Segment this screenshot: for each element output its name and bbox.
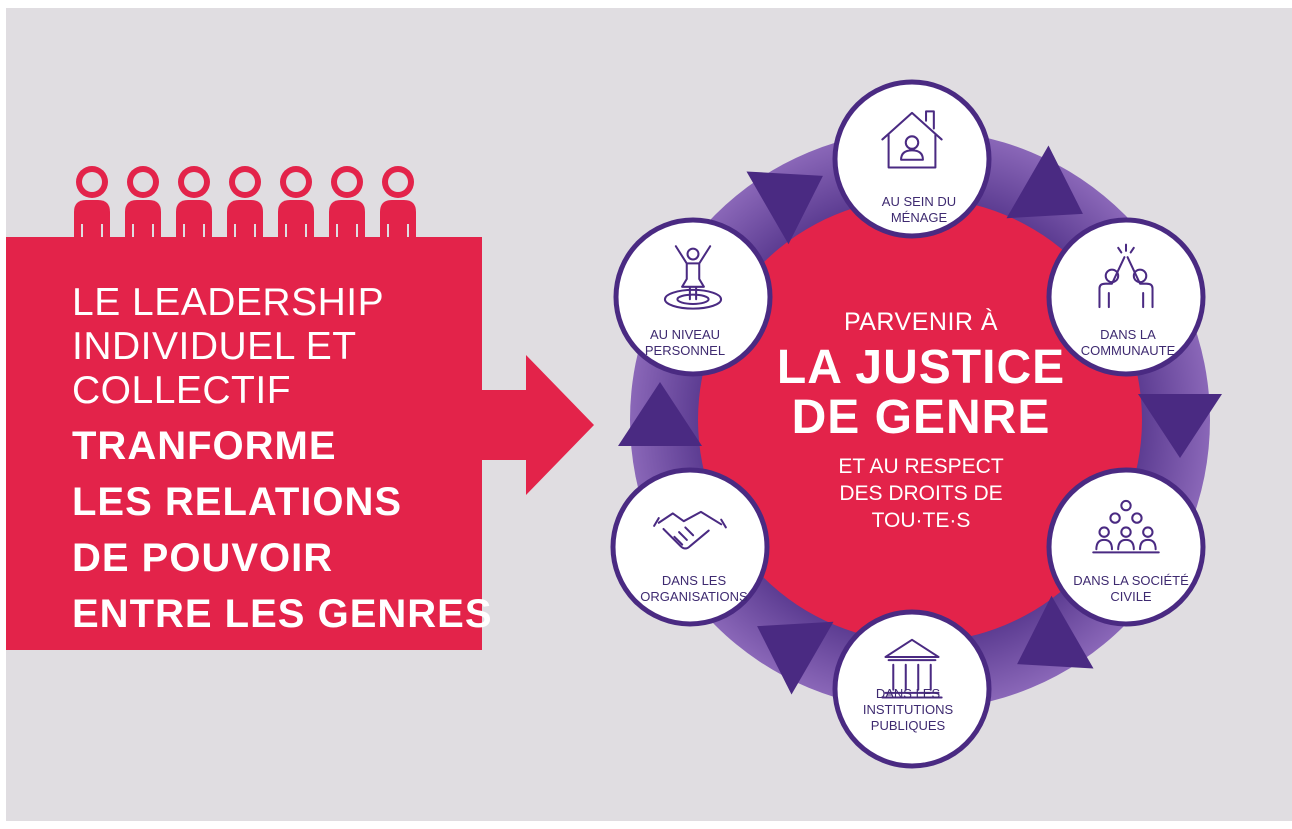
- person-icon: [125, 166, 161, 240]
- person-icon: [380, 166, 416, 240]
- node-label-line: DANS LES: [875, 686, 941, 701]
- node-label-line: ORGANISATIONS: [640, 589, 748, 604]
- hub-sub-line-1: ET AU RESPECT: [838, 455, 1004, 478]
- node-label-line: DANS LES: [661, 573, 727, 588]
- infographic-canvas: LE LEADERSHIP INDIVIDUEL ET COLLECTIF TR…: [6, 8, 1292, 821]
- panel-line-4: TRANFORME: [72, 424, 337, 468]
- red-hub: [698, 198, 1142, 642]
- node-label-line: INSTITUTIONS: [862, 702, 954, 717]
- cycle-arrowhead: [757, 621, 834, 695]
- handshake-icon: [653, 510, 727, 550]
- panel-line-1: LE LEADERSHIP: [72, 281, 385, 324]
- panel-line-3: COLLECTIF: [72, 369, 292, 412]
- leadership-panel: LE LEADERSHIP INDIVIDUEL ET COLLECTIF TR…: [6, 237, 492, 650]
- cycle-arrowhead: [1006, 145, 1083, 219]
- hub-sub-line-3: TOU·TE·S: [871, 509, 971, 532]
- hub-title-line-2: DE GENRE: [791, 391, 1051, 444]
- node-label-line: AU NIVEAU: [649, 327, 721, 342]
- house-person-icon: [881, 110, 943, 169]
- node-label-personnel: AU NIVEAU PERSONNEL: [610, 327, 760, 359]
- high-five-icon: [1098, 243, 1154, 309]
- cycle-arrowhead: [1138, 394, 1222, 458]
- cycle-arrows: [618, 145, 1222, 695]
- panel-line-6: DE POUVOIR: [72, 536, 334, 580]
- node-label-line: DANS LA SOCIÉTÉ: [1073, 573, 1189, 588]
- panel-line-2: INDIVIDUEL ET: [72, 325, 357, 368]
- cycle-arrowhead: [746, 171, 823, 245]
- node-label-line: PUBLIQUES: [870, 718, 946, 733]
- cycle-node: [832, 79, 992, 239]
- cycle-node: [613, 217, 773, 377]
- person-icon: [329, 166, 365, 240]
- cycle-node: [832, 609, 992, 769]
- cycle-node: [1046, 467, 1206, 627]
- hub-sub-line-2: DES DROITS DE: [839, 482, 1003, 505]
- cycle-diagram: [610, 79, 1222, 769]
- person-icon: [278, 166, 314, 240]
- cycle-node: [610, 467, 770, 627]
- panel-line-5: LES RELATIONS: [72, 480, 403, 524]
- person-target-icon: [663, 245, 723, 310]
- group-icon: [1092, 499, 1160, 554]
- node-label-line: MÉNAGE: [890, 210, 948, 225]
- node-label-line: CIVILE: [1110, 589, 1152, 604]
- hub-title-line-1: LA JUSTICE: [776, 341, 1066, 394]
- person-icon: [176, 166, 212, 240]
- node-label-societe-civile: DANS LA SOCIÉTÉ CIVILE: [1056, 573, 1206, 605]
- cycle-node: [1046, 217, 1206, 377]
- institution-building-icon: [881, 638, 943, 699]
- node-label-line: COMMUNAUTE: [1080, 343, 1176, 358]
- people-icon-row: [74, 166, 416, 240]
- node-circles: [610, 79, 1206, 769]
- panel-line-7: ENTRE LES GENRES: [72, 592, 493, 636]
- cycle-arrowhead: [1017, 595, 1094, 669]
- node-label-menage: AU SEIN DU MÉNAGE: [844, 194, 994, 226]
- right-arrow-icon: [476, 355, 594, 495]
- node-label-institutions: DANS LES INSTITUTIONS PUBLIQUES: [833, 686, 983, 734]
- person-icon: [227, 166, 263, 240]
- cycle-arrowhead: [618, 382, 702, 446]
- node-label-line: PERSONNEL: [644, 343, 726, 358]
- node-label-line: AU SEIN DU: [881, 194, 957, 209]
- node-label-line: DANS LA: [1100, 327, 1156, 342]
- hub-pre-text: PARVENIR À: [843, 308, 999, 336]
- node-label-communaute: DANS LA COMMUNAUTE: [1053, 327, 1203, 359]
- node-label-organisations: DANS LES ORGANISATIONS: [619, 573, 769, 605]
